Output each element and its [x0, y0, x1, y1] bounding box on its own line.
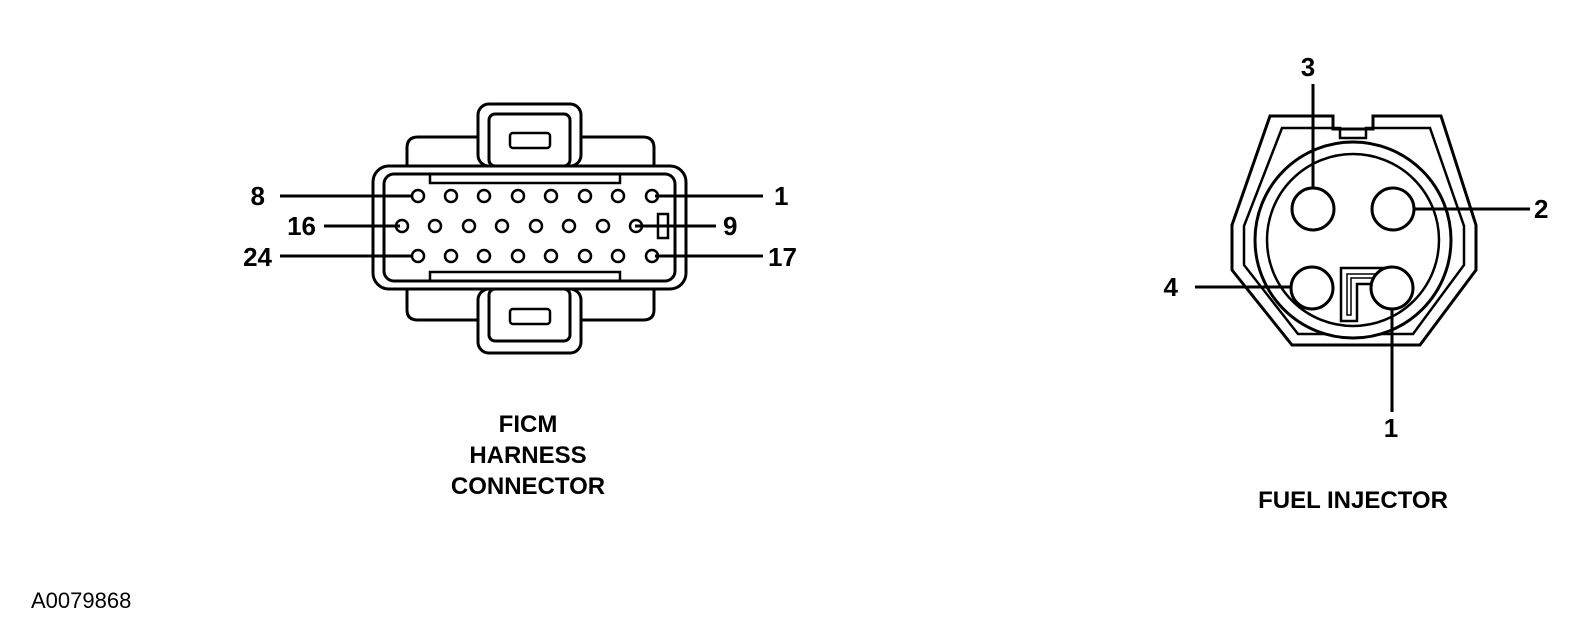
injector-title: FUEL INJECTOR: [1258, 487, 1448, 514]
ficm-pin-23: [443, 248, 459, 264]
ficm-pin-6: [476, 188, 492, 204]
injector-pin-label-4: 4: [1164, 272, 1179, 302]
injector-pin-label-1: 1: [1384, 413, 1398, 443]
ficm-pin-label-1: 1: [774, 181, 788, 211]
injector-leader-lines: [1195, 84, 1530, 412]
injector-pin-2: [1370, 186, 1416, 232]
ficm-pin-15: [427, 218, 443, 234]
ficm-pin-19: [577, 248, 593, 264]
injector-pin-label-3: 3: [1301, 52, 1315, 82]
ficm-pin-7: [443, 188, 459, 204]
ficm-pin-20: [543, 248, 559, 264]
ficm-pin-21: [510, 248, 526, 264]
ficm-pin-11: [561, 218, 577, 234]
ficm-pin-4: [543, 188, 559, 204]
ficm-title-line-2: HARNESS: [469, 442, 586, 469]
injector-pin-3: [1290, 186, 1336, 232]
ficm-pin-8: [410, 188, 426, 204]
injector-pin-1: [1369, 265, 1415, 311]
ficm-pin-label-24: 24: [243, 242, 272, 272]
ficm-pin-24: [410, 248, 426, 264]
ficm-pin-holes: [394, 188, 660, 264]
ficm-pin-22: [476, 248, 492, 264]
ficm-pin-label-16: 16: [287, 211, 316, 241]
ficm-pin-14: [461, 218, 477, 234]
figure-id: A0079868: [31, 588, 131, 613]
ficm-pin-13: [494, 218, 510, 234]
ficm-title-line-3: CONNECTOR: [451, 473, 605, 500]
ficm-pin-5: [510, 188, 526, 204]
fuel-injector-connector: [1230, 114, 1478, 347]
ficm-pin-18: [610, 248, 626, 264]
ficm-pin-label-8: 8: [251, 181, 265, 211]
ficm-leader-lines: [280, 194, 763, 258]
ficm-pin-12: [528, 218, 544, 234]
injector-pin-label-2: 2: [1534, 194, 1548, 224]
injector-pin-holes: [1289, 186, 1416, 311]
ficm-pin-label-9: 9: [723, 211, 737, 241]
ficm-pin-label-17: 17: [768, 242, 797, 272]
ficm-pin-2: [610, 188, 626, 204]
ficm-title-line-1: FICM: [499, 411, 558, 438]
ficm-pin-3: [577, 188, 593, 204]
injector-pin-4: [1289, 265, 1335, 311]
ficm-pin-10: [595, 218, 611, 234]
